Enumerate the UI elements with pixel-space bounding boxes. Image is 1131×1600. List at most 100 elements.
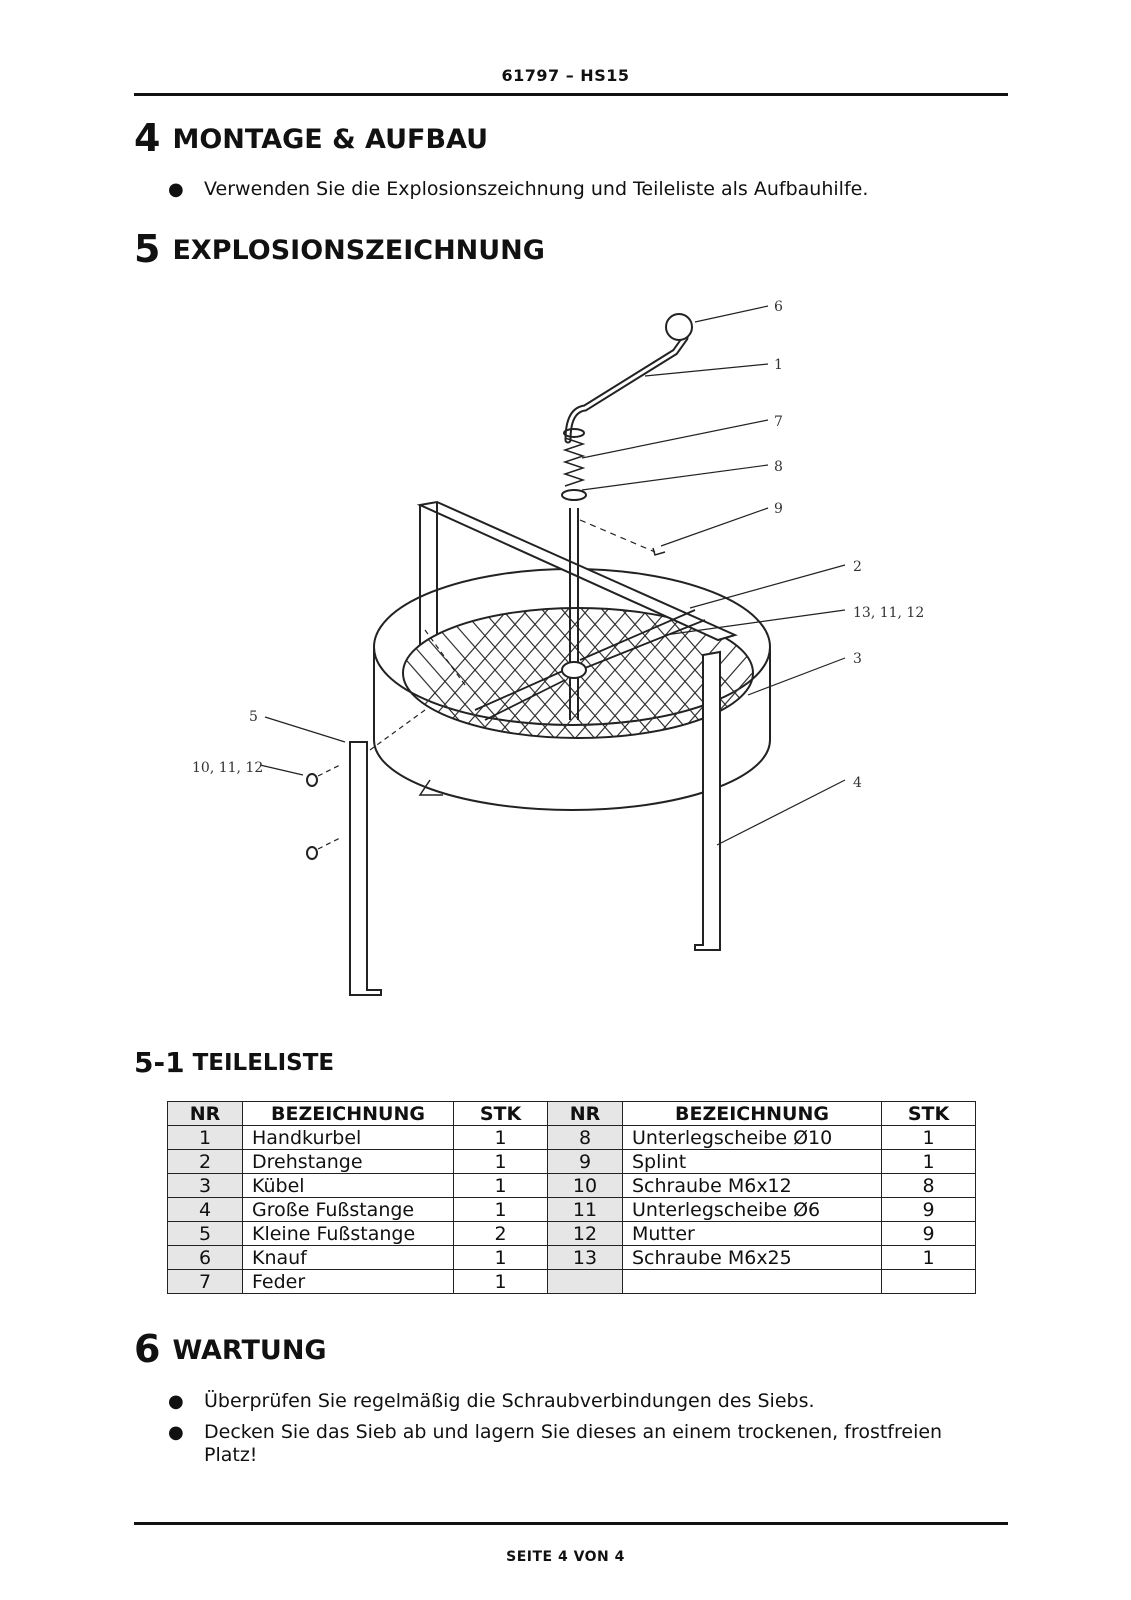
table-row: 5 Kleine Fußstange 2 12 Mutter 9 bbox=[167, 1221, 976, 1246]
table-cell: Splint bbox=[622, 1149, 882, 1174]
table-cell: Knauf bbox=[242, 1245, 454, 1270]
table-cell: Handkurbel bbox=[242, 1125, 454, 1150]
section-4-number: 4 bbox=[134, 116, 161, 160]
bullet-text: Überprüfen Sie regelmäßig die Schraubver… bbox=[204, 1390, 815, 1412]
table-cell: 1 bbox=[881, 1245, 976, 1270]
table-cell: Kleine Fußstange bbox=[242, 1221, 454, 1246]
section-5-1-title: TEILELISTE bbox=[192, 1050, 335, 1076]
table-cell: Schraube M6x12 bbox=[622, 1173, 882, 1198]
drive-rod bbox=[569, 508, 579, 720]
table-cell: Unterlegscheibe Ø6 bbox=[622, 1197, 882, 1222]
large-leg-right bbox=[694, 650, 721, 951]
section-6-title: WARTUNG bbox=[172, 1335, 327, 1366]
table-cell: 10 bbox=[547, 1173, 623, 1198]
bolt bbox=[309, 764, 341, 781]
table-cell: 11 bbox=[547, 1197, 623, 1222]
column-header: BEZEICHNUNG bbox=[242, 1101, 454, 1126]
header-rule bbox=[134, 93, 1008, 96]
bullet-icon: ● bbox=[168, 1391, 184, 1412]
table-cell: 9 bbox=[881, 1197, 976, 1222]
bullet-text: Verwenden Sie die Explosionszeichnung un… bbox=[204, 178, 869, 200]
table-cell: Feder bbox=[242, 1269, 454, 1294]
table-cell: 1 bbox=[453, 1197, 548, 1222]
callout-label: 5 bbox=[249, 709, 258, 725]
table-header-row: NR BEZEICHNUNG STK NR BEZEICHNUNG STK bbox=[167, 1101, 976, 1126]
list-item: ● Überprüfen Sie regelmäßig die Schraubv… bbox=[168, 1390, 968, 1413]
section-5-1-heading: 5-1 TEILELISTE bbox=[134, 1046, 334, 1079]
table-cell: 8 bbox=[881, 1173, 976, 1198]
table-cell: Mutter bbox=[622, 1221, 882, 1246]
section-5-title: EXPLOSIONSZEICHNUNG bbox=[172, 235, 545, 266]
table-cell: 2 bbox=[453, 1221, 548, 1246]
column-header: BEZEICHNUNG bbox=[622, 1101, 882, 1126]
washer bbox=[561, 489, 587, 501]
page-footer: SEITE 4 VON 4 bbox=[506, 1549, 625, 1565]
table-cell: 1 bbox=[881, 1149, 976, 1174]
table-cell: Unterlegscheibe Ø10 bbox=[622, 1125, 882, 1150]
table-cell: 7 bbox=[167, 1269, 243, 1294]
callout-label: 13, 11, 12 bbox=[853, 605, 924, 621]
callout-label: 9 bbox=[774, 501, 783, 517]
section-5-number: 5 bbox=[134, 227, 161, 271]
hand-crank bbox=[564, 334, 689, 444]
table-cell: 1 bbox=[881, 1125, 976, 1150]
table-cell: 9 bbox=[881, 1221, 976, 1246]
section-4-heading: 4 MONTAGE & AUFBAU bbox=[134, 116, 488, 160]
table-cell: 6 bbox=[167, 1245, 243, 1270]
table-cell: 1 bbox=[167, 1125, 243, 1150]
section-6-heading: 6 WARTUNG bbox=[134, 1327, 327, 1371]
section-5-heading: 5 EXPLOSIONSZEICHNUNG bbox=[134, 227, 545, 271]
table-cell bbox=[622, 1269, 882, 1294]
table-cell: 5 bbox=[167, 1221, 243, 1246]
table-cell: 2 bbox=[167, 1149, 243, 1174]
table-cell: 1 bbox=[453, 1173, 548, 1198]
list-item: ● Decken Sie das Sieb ab und lagern Sie … bbox=[168, 1421, 968, 1467]
table-cell: Große Fußstange bbox=[242, 1197, 454, 1222]
callout-label: 10, 11, 12 bbox=[192, 760, 263, 776]
callout-label: 3 bbox=[853, 651, 862, 667]
table-row: 3 Kübel 1 10 Schraube M6x12 8 bbox=[167, 1173, 976, 1198]
table-row: 1 Handkurbel 1 8 Unterlegscheibe Ø10 1 bbox=[167, 1125, 976, 1150]
callout-label: 2 bbox=[853, 559, 862, 575]
table-cell: 12 bbox=[547, 1221, 623, 1246]
table-row: 2 Drehstange 1 9 Splint 1 bbox=[167, 1149, 976, 1174]
table-cell: Schraube M6x25 bbox=[622, 1245, 882, 1270]
table-cell: 1 bbox=[453, 1125, 548, 1150]
exploded-drawing: 6 1 7 8 9 2 13, 11, 12 3 5 10, 11, 12 4 bbox=[192, 299, 924, 996]
table-cell: 13 bbox=[547, 1245, 623, 1270]
small-leg-left bbox=[349, 741, 382, 996]
header-title: 61797 – HS15 bbox=[501, 66, 630, 85]
spring bbox=[562, 437, 586, 487]
section-6-bullets: ● Überprüfen Sie regelmäßig die Schraubv… bbox=[168, 1390, 968, 1475]
table-cell: Kübel bbox=[242, 1173, 454, 1198]
column-header: NR bbox=[547, 1101, 623, 1126]
column-header: STK bbox=[881, 1101, 976, 1126]
section-6-number: 6 bbox=[134, 1327, 161, 1371]
bullet-icon: ● bbox=[168, 179, 184, 200]
table-row: 6 Knauf 1 13 Schraube M6x25 1 bbox=[167, 1245, 976, 1270]
section-4-title: MONTAGE & AUFBAU bbox=[172, 124, 489, 155]
table-cell: 1 bbox=[453, 1245, 548, 1270]
table-cell: 8 bbox=[547, 1125, 623, 1150]
callout-label: 7 bbox=[774, 414, 783, 430]
callout-label: 8 bbox=[774, 459, 783, 475]
table-cell: Drehstange bbox=[242, 1149, 454, 1174]
callout-label: 4 bbox=[853, 775, 862, 791]
callout-label: 6 bbox=[774, 299, 783, 315]
tub-body bbox=[373, 647, 771, 811]
list-item: ● Verwenden Sie die Explosionszeichnung … bbox=[168, 178, 968, 201]
table-cell bbox=[881, 1269, 976, 1294]
column-header: NR bbox=[167, 1101, 243, 1126]
parts-table: NR BEZEICHNUNG STK NR BEZEICHNUNG STK 1 … bbox=[167, 1101, 976, 1294]
table-cell: 4 bbox=[167, 1197, 243, 1222]
table-cell: 1 bbox=[453, 1269, 548, 1294]
bullet-icon: ● bbox=[168, 1422, 184, 1443]
table-cell: 9 bbox=[547, 1149, 623, 1174]
section-4-bullets: ● Verwenden Sie die Explosionszeichnung … bbox=[168, 178, 968, 209]
bullet-text: Decken Sie das Sieb ab und lagern Sie di… bbox=[204, 1421, 943, 1466]
column-header: STK bbox=[453, 1101, 548, 1126]
table-cell bbox=[547, 1269, 623, 1294]
section-5-1-number: 5-1 bbox=[134, 1046, 185, 1079]
table-row: 4 Große Fußstange 1 11 Unterlegscheibe Ø… bbox=[167, 1197, 976, 1222]
table-cell: 3 bbox=[167, 1173, 243, 1198]
